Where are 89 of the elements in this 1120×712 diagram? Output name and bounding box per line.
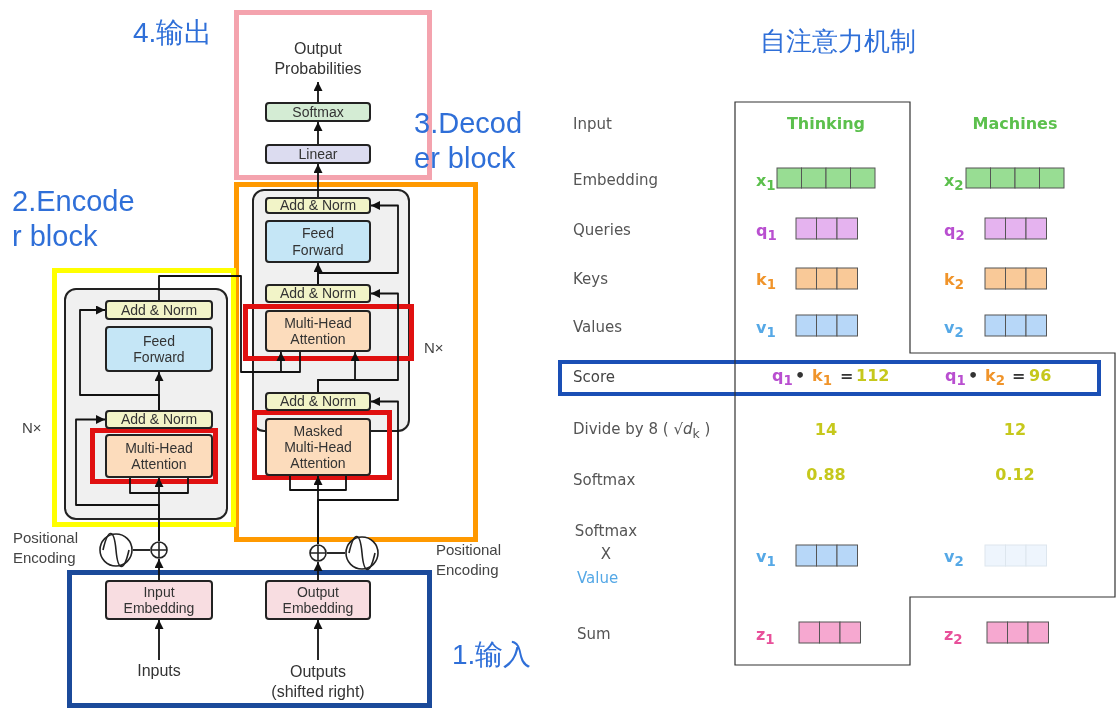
arrow xyxy=(154,558,164,581)
highlight-frame xyxy=(243,304,414,361)
operator-symbol: = xyxy=(840,366,854,385)
vector-symbol: q$_{1}$ xyxy=(945,366,966,389)
vector-symbol: v$_{1}$ xyxy=(756,546,776,572)
row-label: Keys xyxy=(573,269,608,290)
layer-box: Feed Forward xyxy=(265,220,371,263)
vector-symbol: k$_{1}$ xyxy=(756,269,776,295)
vector-symbol: v$_{2}$ xyxy=(944,546,964,572)
row-label: Queries xyxy=(573,220,631,241)
caption-text: Outputs (shifted right) xyxy=(264,660,372,704)
value-number: 0.12 xyxy=(994,464,1036,486)
arrow xyxy=(317,397,399,545)
arrow xyxy=(79,305,160,411)
arrow xyxy=(313,561,323,581)
operator-symbol: • xyxy=(795,366,806,385)
sine-wave-symbol xyxy=(345,536,379,570)
side-note: N× xyxy=(424,338,444,358)
layer-box: Multi-Head Attention xyxy=(265,310,371,352)
vector-symbol: k$_{2}$ xyxy=(985,366,1005,389)
vector-symbol: v$_{2}$ xyxy=(944,317,964,343)
layer-box: Add & Norm xyxy=(265,284,371,303)
arrow xyxy=(313,81,323,103)
adder-symbol xyxy=(309,544,327,562)
side-note: Positional Encoding xyxy=(436,540,503,579)
vector-symbol: k$_{1}$ xyxy=(812,366,832,389)
row-label: Softmax X xyxy=(573,521,639,565)
vector-symbol: z$_{2}$ xyxy=(944,624,963,650)
row-label: Softmax xyxy=(573,470,636,491)
layer-box: Multi-Head Attention xyxy=(105,434,213,478)
arrow xyxy=(317,201,399,285)
row-label: Divide by 8 ( √d$_{k}$ ) xyxy=(573,419,711,443)
layer-box: Output Embedding xyxy=(265,580,371,620)
column-heading: Thinking xyxy=(785,113,867,135)
arrow xyxy=(313,121,323,145)
vector-symbol: q$_{2}$ xyxy=(944,220,965,246)
connector-line xyxy=(326,552,346,554)
value-number: 12 xyxy=(1002,419,1028,441)
arrow xyxy=(313,163,323,198)
arrow xyxy=(313,619,323,661)
row-label: Value xyxy=(577,568,619,589)
section-heading: 2.Encoder block xyxy=(12,184,136,255)
arrow xyxy=(317,289,399,393)
vector-symbol: z$_{1}$ xyxy=(756,624,775,650)
sine-wave-symbol xyxy=(99,533,133,567)
layer-box: Linear xyxy=(265,144,371,164)
arrow xyxy=(75,415,160,542)
row-label: Embedding xyxy=(573,170,659,191)
arrow xyxy=(158,275,301,373)
score-value: 112 xyxy=(856,366,890,385)
layer-box: Masked Multi-Head Attention xyxy=(265,418,371,476)
section-heading: 4.输出 xyxy=(133,16,214,50)
side-note: Positional Encoding xyxy=(13,528,80,567)
highlight-frame xyxy=(252,410,392,480)
layer-box: Add & Norm xyxy=(105,300,213,320)
layer-box: Feed Forward xyxy=(105,326,213,372)
row-label: Sum xyxy=(577,624,611,645)
layer-box: Add & Norm xyxy=(105,410,213,429)
row-label: Score xyxy=(573,368,615,386)
caption-text: Inputs xyxy=(119,660,199,682)
value-number: 14 xyxy=(813,419,839,441)
row-label: Values xyxy=(573,317,622,338)
vector-symbol: q$_{1}$ xyxy=(772,366,793,389)
section-heading: 3.Decoder block xyxy=(414,106,523,177)
layer-box: Input Embedding xyxy=(105,580,213,620)
adder-symbol xyxy=(150,541,168,559)
vector-symbol: x$_{1}$ xyxy=(756,170,776,196)
operator-symbol: = xyxy=(1012,366,1026,385)
row-label: Input xyxy=(573,114,612,135)
connector-line xyxy=(132,549,151,551)
vector-symbol: k$_{2}$ xyxy=(944,269,964,295)
vector-symbol: x$_{2}$ xyxy=(944,170,964,196)
arrow xyxy=(154,619,164,661)
operator-symbol: • xyxy=(968,366,979,385)
vector-symbol: q$_{1}$ xyxy=(756,220,777,246)
vector-symbol: v$_{1}$ xyxy=(756,317,776,343)
score-value: 96 xyxy=(1029,366,1052,385)
side-note: N× xyxy=(22,418,43,438)
highlight-frame xyxy=(90,428,218,484)
score-row-frame xyxy=(558,360,1101,396)
section-heading: 1.输入 xyxy=(452,638,533,672)
layer-box: Add & Norm xyxy=(265,392,371,411)
title: 自注意力机制 xyxy=(760,25,916,58)
caption-text: Output Probabilities xyxy=(268,36,368,82)
column-heading: Machines xyxy=(971,113,1059,135)
value-number: 0.88 xyxy=(805,464,847,486)
layer-box: Softmax xyxy=(265,102,371,122)
layer-block xyxy=(64,288,228,520)
layer-box: Add & Norm xyxy=(265,197,371,214)
